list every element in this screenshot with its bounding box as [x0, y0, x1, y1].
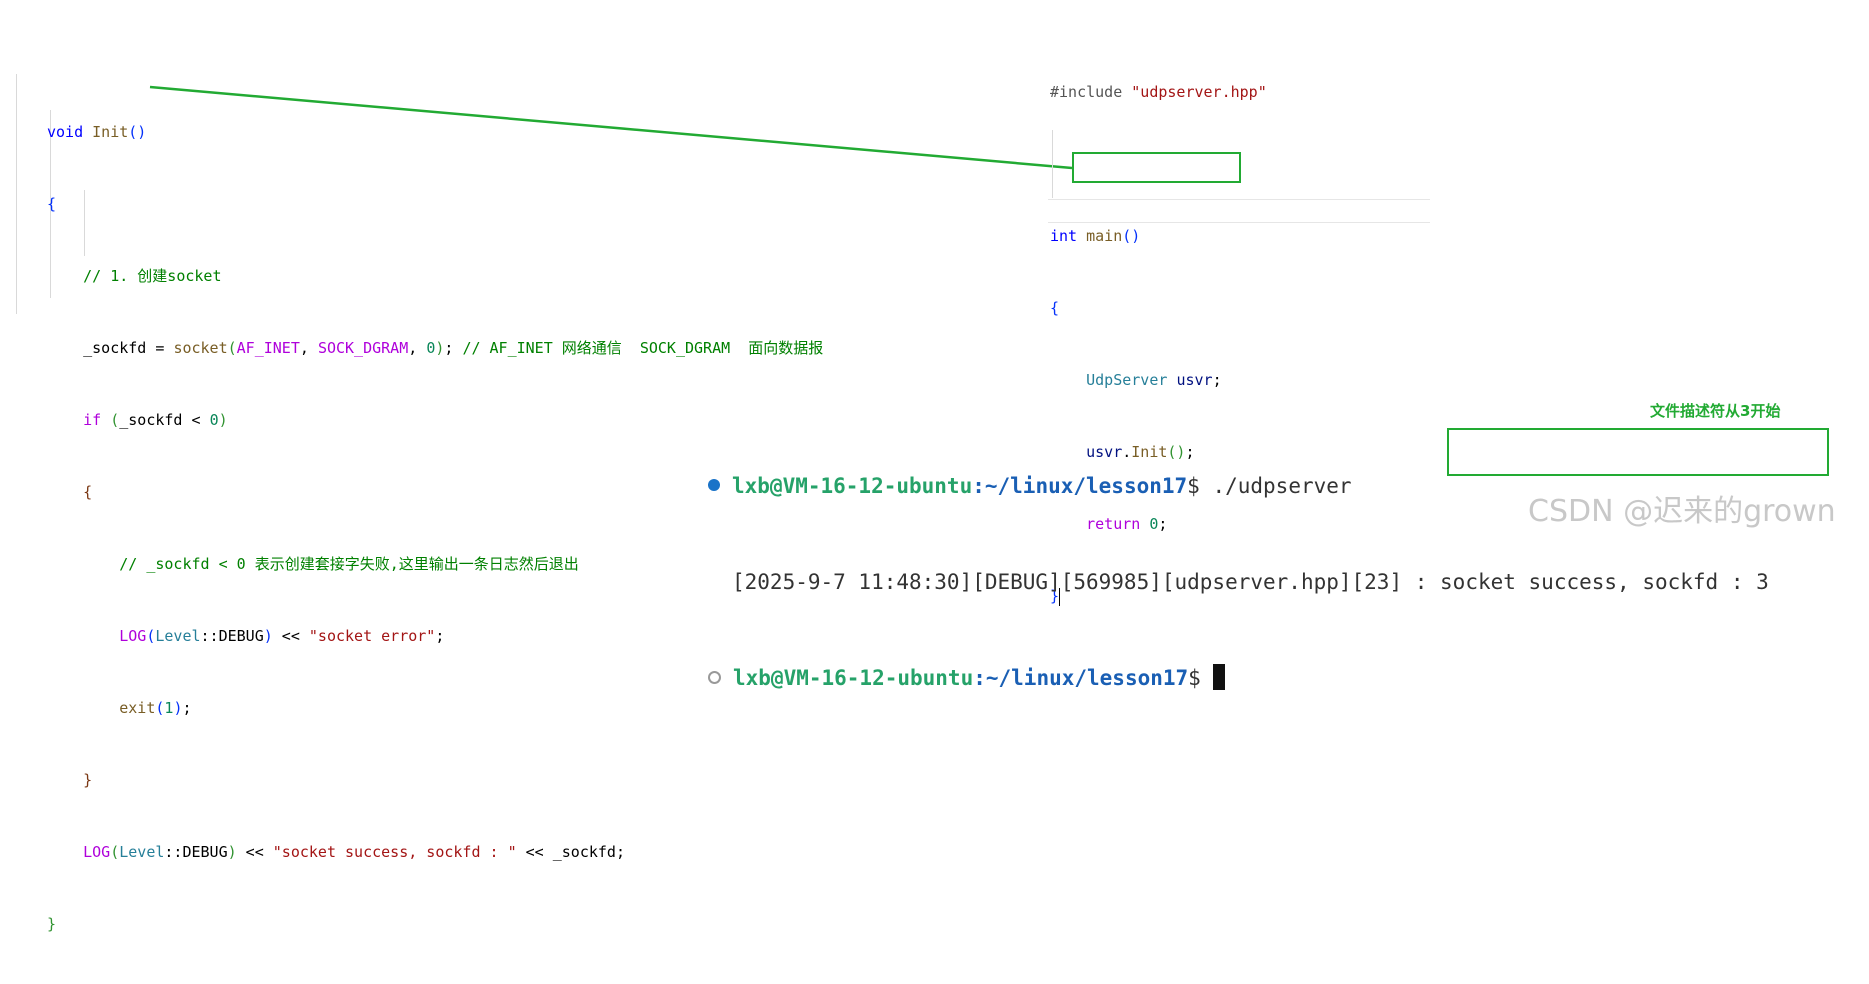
code-line: if (_sockfd < 0) [83, 411, 228, 429]
variable: _sockfd [119, 411, 183, 429]
enum-value: DEBUG [182, 843, 228, 861]
indent-guide [1052, 130, 1053, 198]
macro: LOG [83, 843, 111, 861]
indent-guide [84, 190, 85, 256]
annotation-label: 文件描述符从3开始 [1650, 402, 1781, 420]
code-line: { [47, 480, 823, 504]
code-line: return 0; [1086, 515, 1168, 533]
code-line: { [1050, 296, 1267, 320]
code-line: { [47, 192, 823, 216]
macro: LOG [119, 627, 147, 645]
preprocessor: #include [1050, 83, 1123, 101]
comment: // AF_INET 网络通信 SOCK_DGRAM 面向数据报 [462, 339, 824, 357]
prompt-path: ~/linux/lesson17 [985, 666, 1189, 690]
code-line: // 1. 创建socket [47, 264, 823, 288]
operator: << [516, 843, 553, 861]
variable: _sockfd [552, 843, 616, 861]
code-line: _sockfd = socket(AF_INET, SOCK_DGRAM, 0)… [83, 339, 824, 357]
macro: AF_INET [236, 339, 300, 357]
string: "socket success, sockfd : " [272, 843, 517, 861]
log-message: socket success, sockfd : 3 [1440, 570, 1769, 594]
type: Level [155, 627, 201, 645]
string: "socket error" [308, 627, 436, 645]
number: 1 [164, 699, 174, 717]
bracket: { [47, 195, 57, 213]
prompt-user: lxb@VM-16-12-ubuntu [732, 474, 973, 498]
log-prefix: [2025-9-7 11:48:30][DEBUG][569985][udpse… [732, 570, 1428, 594]
code-line: LOG(Level::DEBUG) << "socket success, so… [83, 843, 625, 861]
operator: << [236, 843, 273, 861]
log-message-highlight-box [1447, 428, 1829, 476]
keyword: if [83, 411, 102, 429]
operator: < [182, 411, 210, 429]
terminal-line: lxb@VM-16-12-ubuntu:~/linux/lesson17$ ./… [708, 470, 1769, 502]
prompt-symbol: $ [1188, 666, 1201, 690]
bracket: } [47, 915, 57, 933]
code-line: usvr.Init(); [1086, 443, 1195, 461]
macro: SOCK_DGRAM [317, 339, 409, 357]
string: "udpserver.hpp" [1131, 83, 1267, 101]
prompt-user: lxb@VM-16-12-ubuntu [733, 666, 974, 690]
type: UdpServer [1086, 371, 1168, 389]
number: 0 [1149, 515, 1159, 533]
code-line: exit(1); [119, 699, 192, 717]
init-call-highlight-box [1072, 152, 1241, 183]
current-line-highlight [1048, 199, 1430, 223]
keyword: void [47, 123, 84, 141]
type: Level [119, 843, 165, 861]
comment: // _sockfd < 0 表示创建套接字失败,这里输出一条日志然后退出 [119, 555, 579, 573]
code-line: } [47, 768, 823, 792]
function-name: main [1086, 227, 1123, 245]
code-line: } [47, 912, 823, 936]
code-line: // _sockfd < 0 表示创建套接字失败,这里输出一条日志然后退出 [47, 552, 823, 576]
code-line: void Init() [47, 120, 823, 144]
keyword: return [1086, 515, 1141, 533]
operator: << [272, 627, 309, 645]
terminal-command: ./udpserver [1199, 474, 1352, 498]
indent-guide [16, 74, 17, 314]
function-name: exit [119, 699, 156, 717]
prompt-path: ~/linux/lesson17 [984, 474, 1188, 498]
terminal-line: [2025-9-7 11:48:30][DEBUG][569985][udpse… [708, 566, 1769, 598]
function-name: socket [173, 339, 228, 357]
enum-value: DEBUG [218, 627, 264, 645]
function-name: Init [92, 123, 129, 141]
bracket: } [83, 771, 93, 789]
watermark: CSDN @迟来的grown [1528, 494, 1836, 529]
number: 0 [209, 411, 219, 429]
code-line: UdpServer usvr; [1086, 371, 1222, 389]
variable: usvr [1176, 371, 1213, 389]
prompt-symbol: $ [1187, 474, 1200, 498]
bracket: () [1122, 227, 1141, 245]
bracket: () [1167, 443, 1186, 461]
number: 0 [426, 339, 436, 357]
bracket: { [1050, 299, 1060, 317]
terminal-cursor[interactable] [1213, 664, 1226, 690]
comment: // 1. 创建socket [83, 267, 222, 285]
bracket: { [83, 483, 93, 501]
command-status-empty-dot-icon [708, 670, 721, 684]
code-line: #include "udpserver.hpp" [1050, 80, 1267, 104]
code-line: int main() [1050, 224, 1267, 248]
code-line: LOG(Level::DEBUG) << "socket error"; [119, 627, 445, 645]
function-name: Init [1131, 443, 1168, 461]
variable: _sockfd [83, 339, 147, 357]
command-status-dot-icon [708, 479, 720, 491]
indent-guide [50, 110, 51, 298]
terminal-line: lxb@VM-16-12-ubuntu:~/linux/lesson17$ [708, 662, 1769, 694]
bracket: () [128, 123, 147, 141]
operator: = [146, 339, 174, 357]
variable: usvr [1086, 443, 1123, 461]
keyword: int [1050, 227, 1078, 245]
